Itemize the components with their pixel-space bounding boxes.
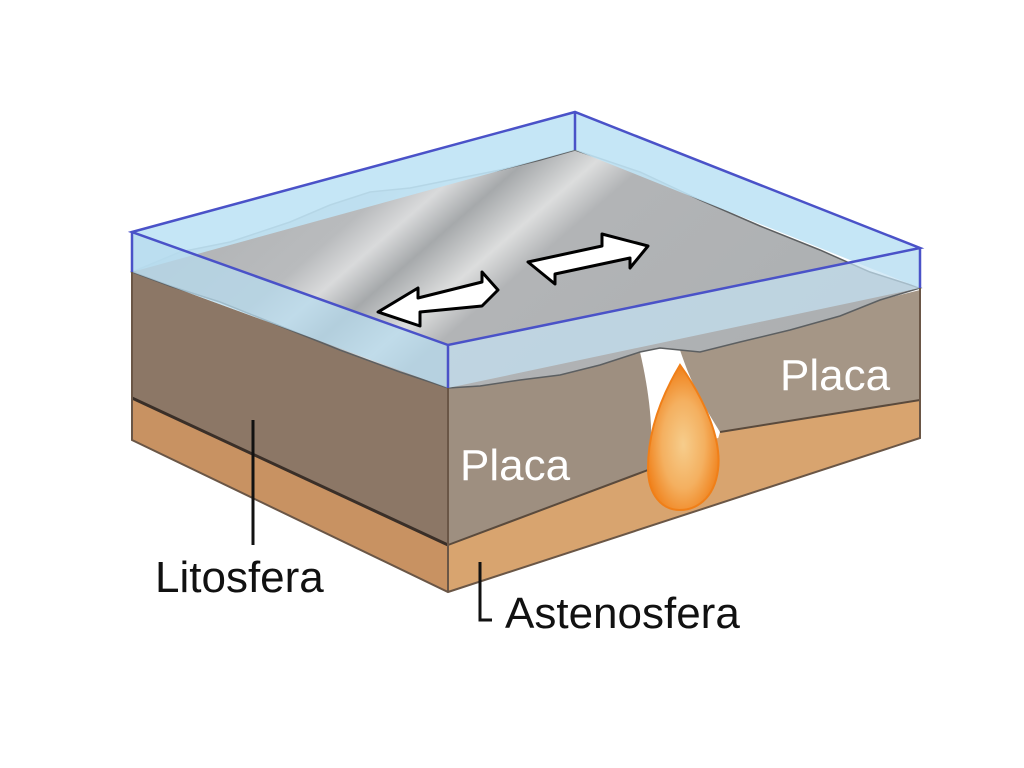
- water-box-edges: [127, 110, 925, 388]
- plate-label-right: Placa: [780, 351, 891, 400]
- lithosphere-boundary-line: [131, 396, 449, 547]
- water-top-strip: [132, 112, 920, 288]
- lithosphere-label: Litosfera: [155, 553, 324, 602]
- lithosphere-front-face: [132, 272, 448, 545]
- asthenosphere-leader-line: [478, 562, 492, 622]
- plate-bottom-line: [447, 399, 921, 546]
- asthenosphere-label: Astenosfera: [505, 589, 740, 638]
- water-side-face: [448, 248, 920, 388]
- magma-plume-icon: [646, 363, 720, 512]
- plate-label-left: Placa: [460, 441, 571, 490]
- left-plate-side: [448, 352, 652, 545]
- divergence-arrow-left-icon: [376, 270, 500, 328]
- water-front-face: [132, 232, 448, 388]
- divergence-arrow-right-icon: [526, 232, 650, 286]
- asthenosphere-front-layer: [132, 398, 448, 592]
- right-plate-side: [680, 290, 920, 432]
